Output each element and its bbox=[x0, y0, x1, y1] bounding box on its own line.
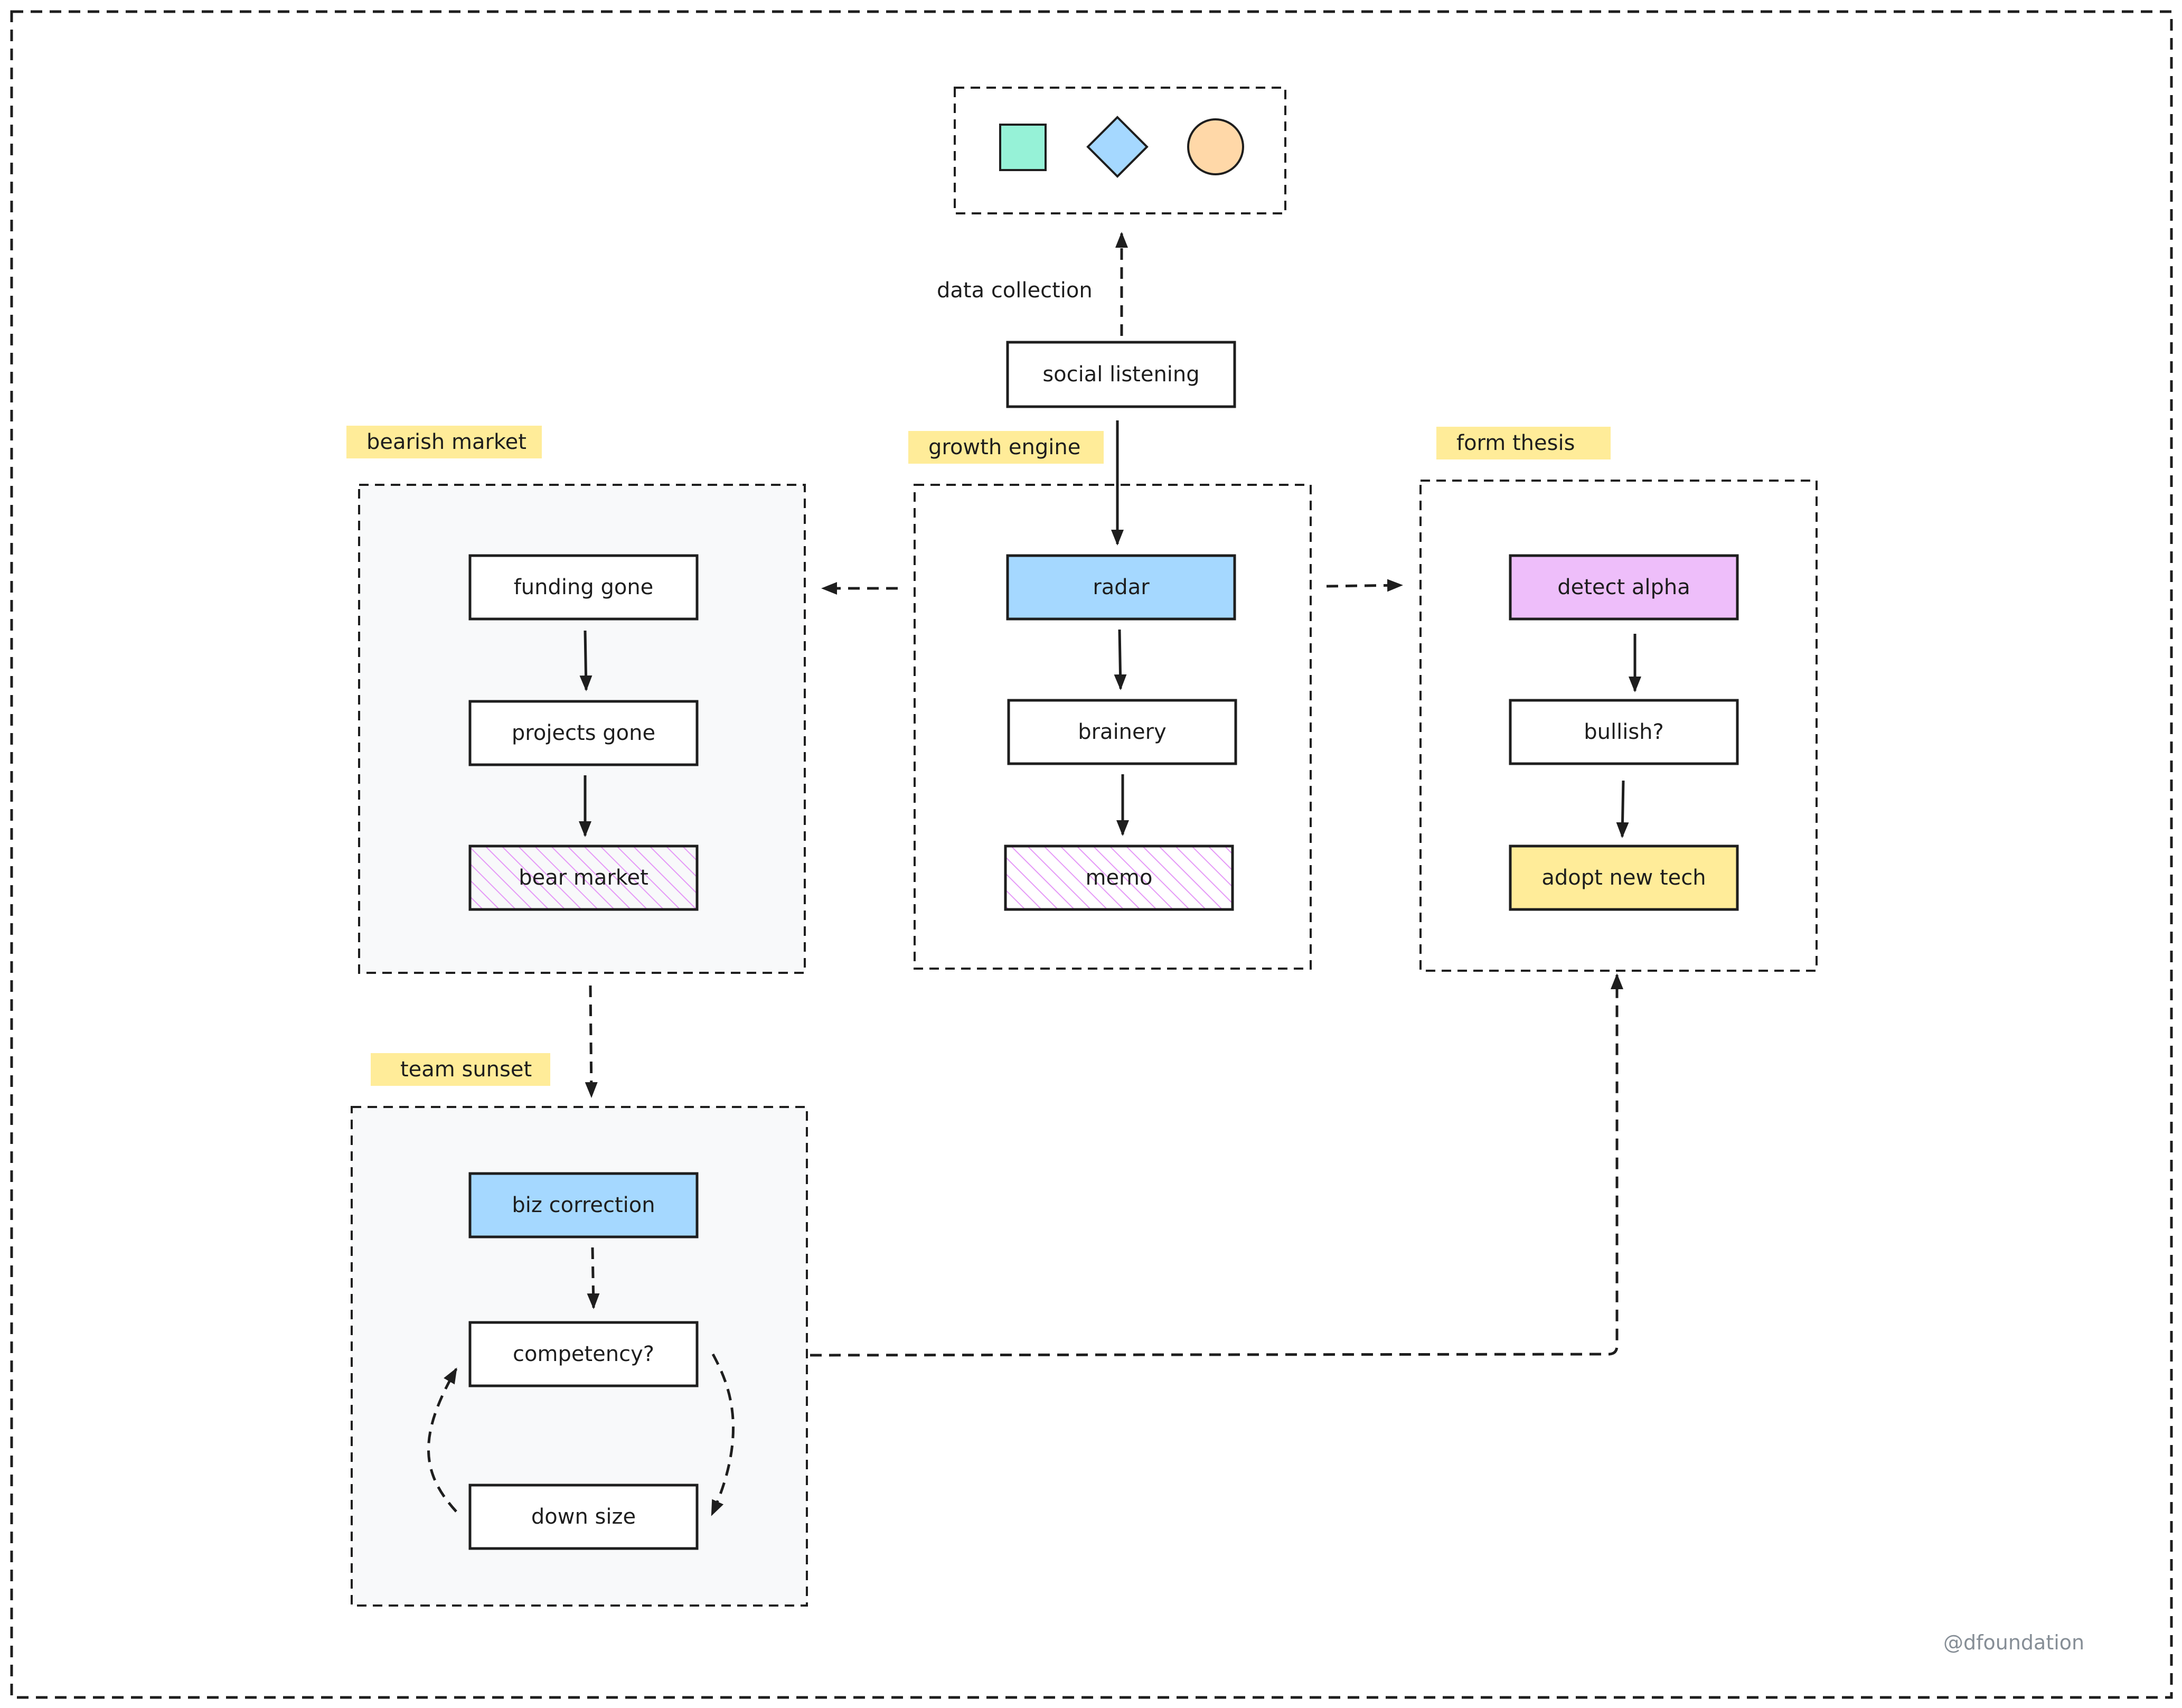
circle-icon bbox=[1187, 118, 1244, 175]
label-bear-market: bear market bbox=[519, 866, 648, 890]
edge-sunset-to-thesis bbox=[810, 973, 1623, 1357]
group-form-thesis bbox=[1419, 480, 1818, 972]
label-detect-alpha: detect alpha bbox=[1557, 575, 1690, 599]
label-adopt-new-tech: adopt new tech bbox=[1541, 866, 1706, 890]
tag-bearish-market: bearish market bbox=[346, 426, 542, 458]
tag-growth-engine: growth engine bbox=[908, 431, 1104, 464]
label-down-size: down size bbox=[531, 1505, 636, 1529]
node-competency bbox=[468, 1321, 699, 1387]
node-radar bbox=[1006, 554, 1236, 621]
square-icon bbox=[999, 124, 1047, 171]
edge-competency-to-down-size bbox=[710, 1353, 735, 1516]
watermark: @dfoundation bbox=[1943, 1631, 2085, 1654]
legend-box bbox=[954, 87, 1286, 214]
label-brainery: brainery bbox=[1078, 720, 1167, 744]
label-biz-correction: biz correction bbox=[512, 1193, 655, 1217]
edge-radar-to-brainery bbox=[1114, 629, 1127, 690]
node-bear-market bbox=[468, 844, 699, 911]
outer-frame bbox=[10, 10, 2173, 1699]
label-competency: competency? bbox=[513, 1342, 654, 1366]
diamond-icon bbox=[1086, 116, 1149, 178]
label-funding-gone: funding gone bbox=[513, 575, 654, 599]
node-brainery bbox=[1007, 699, 1237, 765]
tag-team-sunset: team sunset bbox=[371, 1053, 550, 1086]
node-funding-gone bbox=[468, 554, 699, 621]
label-projects-gone: projects gone bbox=[511, 721, 656, 745]
tag-form-thesis: form thesis bbox=[1436, 427, 1611, 459]
node-down-size bbox=[468, 1484, 699, 1550]
group-growth-engine bbox=[914, 484, 1312, 970]
label-social-listening: social listening bbox=[1042, 362, 1200, 387]
edge-label-data-collection: data collection bbox=[937, 278, 1093, 303]
node-detect-alpha bbox=[1509, 554, 1739, 621]
edge-growth-to-thesis bbox=[1326, 579, 1403, 592]
edge-down-size-to-competency bbox=[427, 1367, 458, 1513]
edge-bullish-to-adopt bbox=[1616, 780, 1629, 838]
edge-biz-to-competency bbox=[587, 1247, 600, 1309]
edge-bearish-to-sunset bbox=[585, 985, 598, 1098]
node-adopt-new-tech bbox=[1509, 844, 1739, 911]
label-bullish: bullish? bbox=[1584, 720, 1664, 744]
node-memo bbox=[1004, 844, 1234, 911]
node-social-listening bbox=[1006, 341, 1236, 408]
edge-funding-to-projects bbox=[579, 630, 592, 691]
node-projects-gone bbox=[468, 700, 699, 766]
label-radar: radar bbox=[1093, 575, 1150, 599]
node-biz-correction bbox=[468, 1172, 699, 1238]
label-memo: memo bbox=[1085, 866, 1153, 890]
node-bullish bbox=[1509, 699, 1739, 765]
